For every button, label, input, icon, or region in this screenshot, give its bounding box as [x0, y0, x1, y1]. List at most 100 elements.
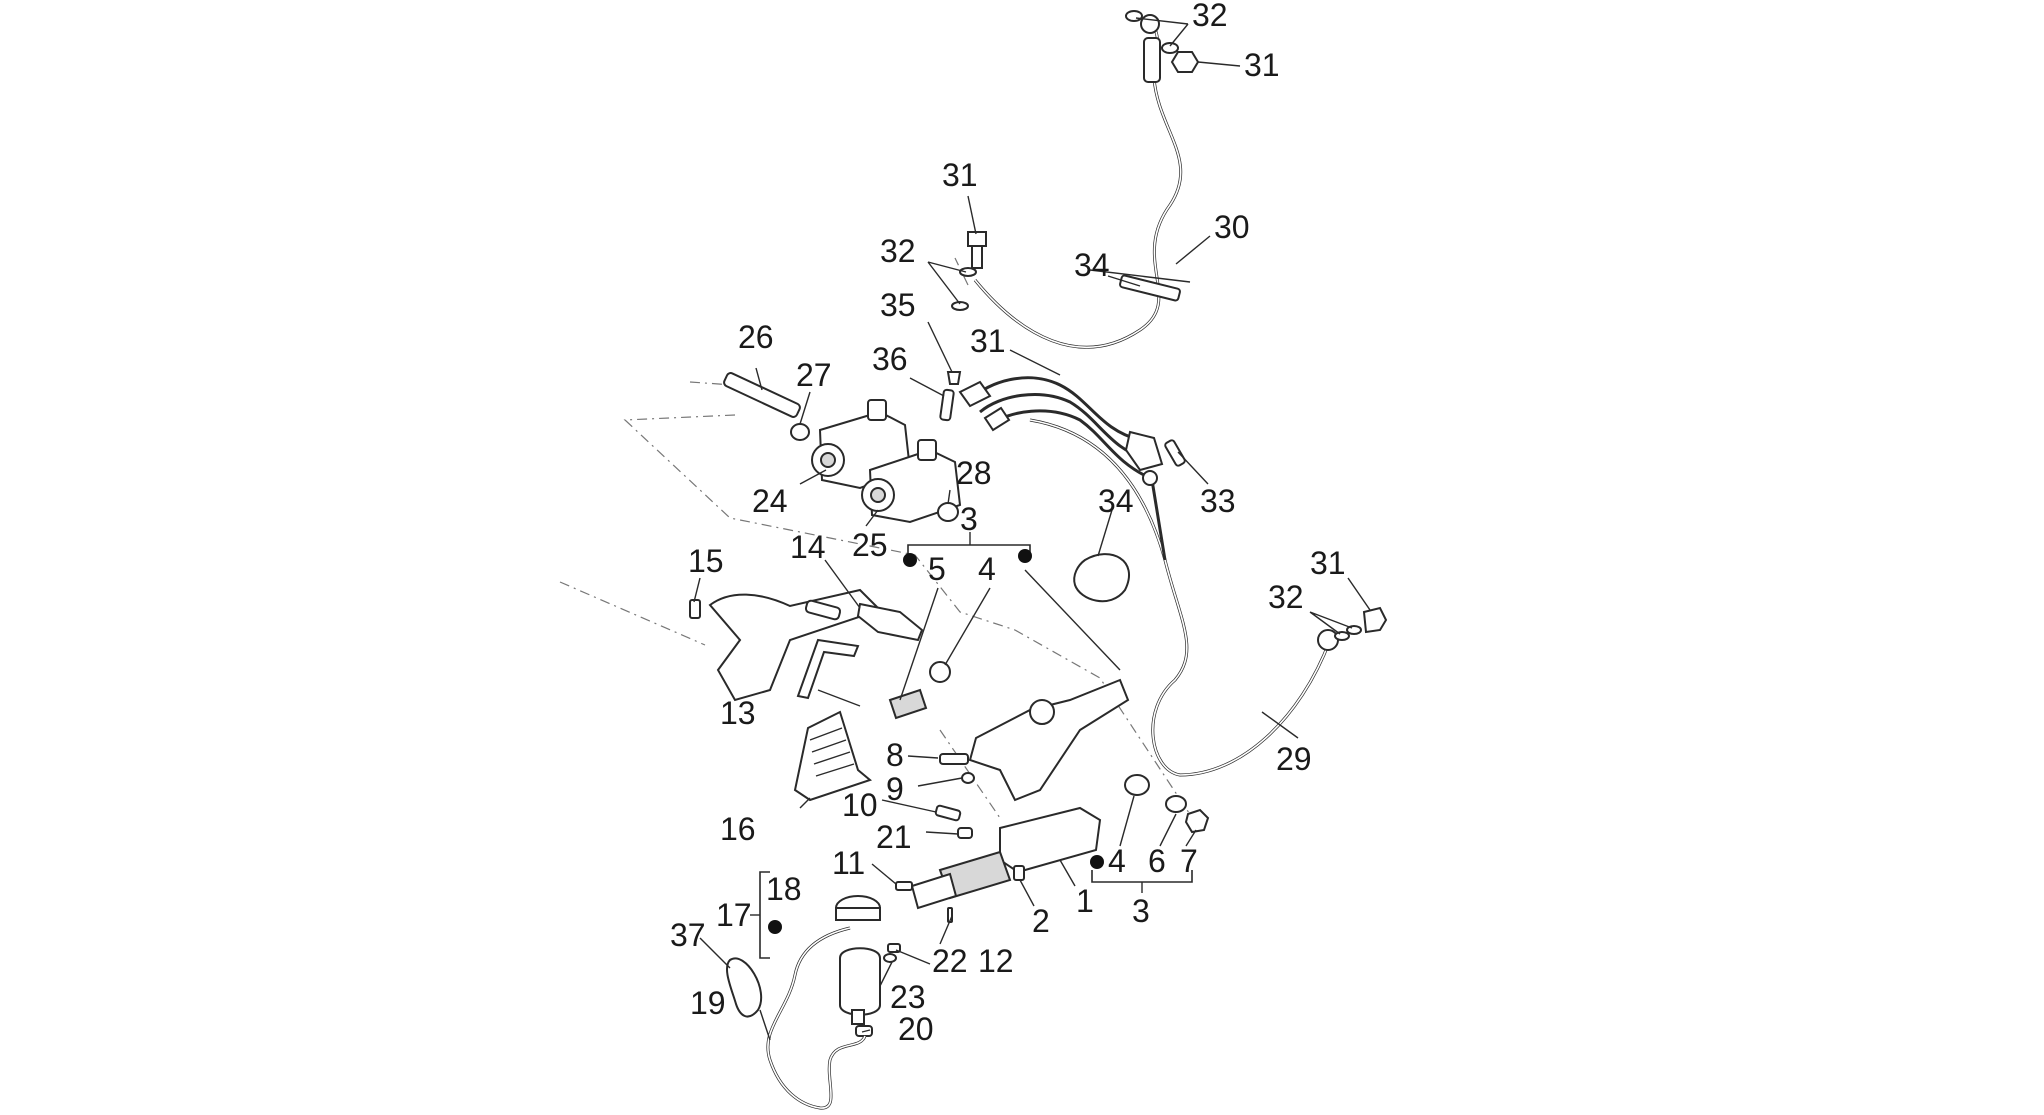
junction-fitting — [1142, 470, 1158, 486]
callout-12: 12 — [978, 943, 1014, 979]
brake-hose-29 — [1029, 418, 1388, 777]
banjo-bolt-31-upper — [967, 231, 987, 247]
fitting-21 — [957, 827, 973, 839]
kit-brackets — [750, 532, 1193, 959]
callout-31-upper: 31 — [942, 157, 978, 193]
screw-2 — [1013, 865, 1025, 881]
callout-15: 15 — [688, 543, 724, 579]
callout-31-top: 31 — [1244, 47, 1280, 83]
callout-24: 24 — [752, 483, 788, 519]
hose-clip-37 — [726, 957, 763, 1018]
callout-36: 36 — [872, 341, 908, 377]
mc24-piston — [820, 452, 836, 468]
kit-dot-3c — [1090, 855, 1104, 869]
hose-fitting-top — [1143, 37, 1161, 83]
callout-34-right: 34 — [1098, 483, 1134, 519]
banjo-eye-top — [1140, 14, 1160, 34]
bushing-4b — [1124, 774, 1150, 796]
washer-9 — [961, 772, 975, 784]
callout-11: 11 — [832, 845, 865, 881]
callout-31-right: 31 — [1310, 545, 1346, 581]
master-cylinders — [723, 372, 962, 524]
banjo-bolt-31-right — [1362, 606, 1388, 634]
upper-hose-group-31 — [958, 376, 1186, 486]
callout-16: 16 — [720, 811, 756, 847]
callout-10: 10 — [842, 787, 878, 823]
bolt-8 — [939, 753, 969, 765]
banjo-bolt-shank — [971, 245, 983, 269]
cylinder-body-1 — [999, 806, 1102, 874]
bolt-33 — [1164, 439, 1186, 467]
callout-18: 18 — [766, 871, 802, 907]
bolt-15 — [689, 599, 701, 619]
callout-21: 21 — [876, 819, 912, 855]
callouts: 32 31 31 30 34 32 35 26 36 31 27 28 24 3… — [670, 0, 1346, 1047]
reservoir-body — [839, 947, 881, 1016]
callout-32-top: 32 — [1192, 0, 1228, 33]
washer-32-top-b — [1161, 42, 1179, 54]
callout-3-top: 3 — [960, 501, 978, 537]
reservoir-outlet — [851, 1009, 865, 1025]
brake-hose-30 — [973, 10, 1200, 349]
callout-4-bottom: 4 — [1108, 843, 1126, 879]
callout-23: 23 — [890, 979, 926, 1015]
washer-27 — [790, 423, 810, 441]
callout-13: 13 — [720, 695, 756, 731]
pedal-pivot — [1029, 699, 1055, 725]
bleed-components — [939, 231, 987, 422]
callout-8: 8 — [886, 737, 904, 773]
callout-19: 19 — [690, 985, 726, 1021]
hose-clip-34-top — [1119, 274, 1181, 302]
callout-27: 27 — [796, 357, 832, 393]
callout-28: 28 — [956, 455, 992, 491]
pedal-assembly — [689, 588, 1210, 834]
callout-20: 20 — [898, 1011, 934, 1047]
long-bolt-26 — [723, 372, 801, 418]
mc25-piston — [870, 487, 886, 503]
washer-32-upper-b — [951, 301, 969, 311]
cap-rim — [835, 907, 881, 921]
kit-dot-3b — [1018, 549, 1032, 563]
callout-4-top: 4 — [978, 551, 996, 587]
leader-lines — [693, 17, 1371, 1041]
kit-dot-17 — [768, 920, 782, 934]
washer-6 — [1165, 795, 1187, 813]
callout-32-right: 32 — [1268, 579, 1304, 615]
callout-35: 35 — [880, 287, 916, 323]
callout-32-upper: 32 — [880, 233, 916, 269]
callout-14: 14 — [790, 529, 826, 565]
mc25-port — [917, 439, 937, 461]
pedal-lever — [968, 678, 1130, 802]
pedal-arm-13 — [796, 638, 860, 700]
banjo-eye-right — [1317, 629, 1339, 651]
pivot-pin — [804, 599, 842, 621]
callout-37: 37 — [670, 917, 706, 953]
pin-11 — [895, 881, 913, 891]
hose-union-a — [958, 380, 992, 408]
bushing-4 — [929, 661, 951, 683]
banjo-bolt-31-top — [1170, 51, 1200, 73]
washer-32-upper-a — [959, 267, 977, 277]
boot-body — [793, 710, 873, 802]
callout-7: 7 — [1180, 843, 1198, 879]
hose-clip-34 — [1073, 553, 1130, 603]
bleeder-10 — [934, 804, 962, 822]
pedal-pad-14 — [856, 602, 924, 642]
washer-32-top-a — [1125, 10, 1143, 22]
callout-29: 29 — [1276, 741, 1312, 777]
callout-2: 2 — [1032, 903, 1050, 939]
callout-3-bottom: 3 — [1132, 893, 1150, 929]
actuator-rod — [910, 872, 958, 910]
bleed-cap-35 — [946, 371, 962, 385]
washer-32-right-a — [1334, 631, 1350, 641]
washer-23 — [883, 953, 897, 963]
callout-6: 6 — [1148, 843, 1166, 879]
callout-30: 30 — [1214, 209, 1250, 245]
hose-junction-block — [1124, 430, 1164, 472]
reservoir-assembly — [766, 895, 901, 1110]
return-spring-5 — [888, 688, 928, 720]
callout-17: 17 — [716, 897, 752, 933]
callout-34-top: 34 — [1074, 247, 1110, 283]
callout-31-hoses: 31 — [970, 323, 1006, 359]
